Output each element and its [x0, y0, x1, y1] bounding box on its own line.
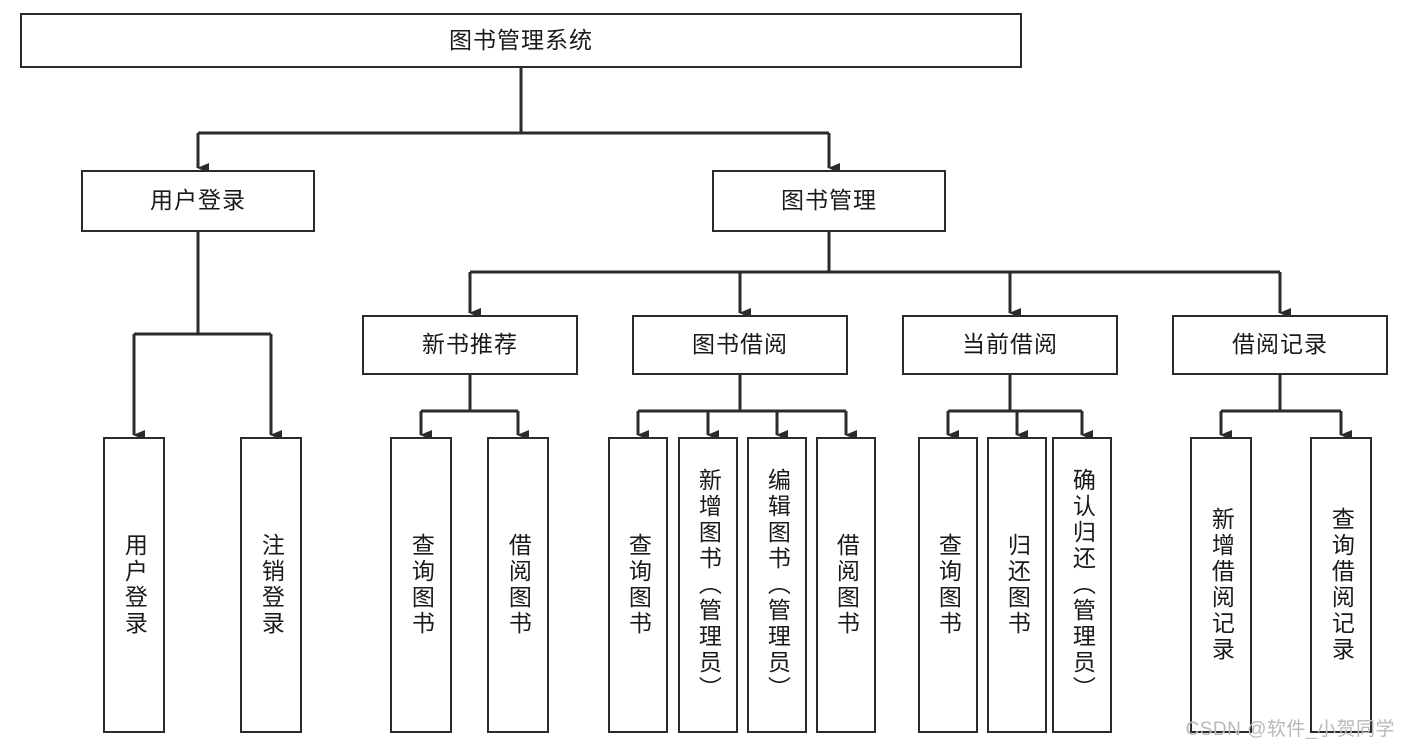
node-leaf-cur-confirm[interactable]: 确认归还（管理员）: [1052, 437, 1112, 733]
node-leaf-cur-query[interactable]: 查询图书: [918, 437, 978, 733]
node-book-manage[interactable]: 图书管理: [712, 170, 946, 232]
node-label: 查询图书: [935, 533, 962, 637]
node-leaf-cur-return[interactable]: 归还图书: [987, 437, 1047, 733]
node-user-login[interactable]: 用户登录: [81, 170, 315, 232]
node-label: 借阅图书: [505, 533, 532, 637]
node-label: 用户登录: [150, 187, 246, 214]
node-current-borrow[interactable]: 当前借阅: [902, 315, 1118, 375]
node-label: 新增借阅记录: [1208, 507, 1235, 663]
node-leaf-borrow-lend[interactable]: 借阅图书: [816, 437, 876, 733]
node-label: 图书管理: [781, 187, 877, 214]
node-label: 查询图书: [625, 533, 652, 637]
node-leaf-borrow-add[interactable]: 新增图书（管理员）: [678, 437, 738, 733]
node-label: 查询图书: [408, 533, 435, 637]
node-label: 编辑图书（管理员）: [764, 468, 791, 702]
node-label: 确认归还（管理员）: [1069, 468, 1096, 702]
node-leaf-rec-query[interactable]: 查询图书: [390, 437, 452, 733]
node-label: 新书推荐: [422, 331, 518, 358]
node-label: 图书借阅: [692, 331, 788, 358]
node-root[interactable]: 图书管理系统: [20, 13, 1022, 68]
node-label: 新增图书（管理员）: [695, 468, 722, 702]
node-label: 注销登录: [258, 533, 285, 637]
node-borrow-record[interactable]: 借阅记录: [1172, 315, 1388, 375]
node-label: 借阅记录: [1232, 331, 1328, 358]
node-leaf-rec-add[interactable]: 新增借阅记录: [1190, 437, 1252, 733]
node-leaf-user-login[interactable]: 用户登录: [103, 437, 165, 733]
node-leaf-borrow-query[interactable]: 查询图书: [608, 437, 668, 733]
node-label: 用户登录: [121, 533, 148, 637]
node-label: 查询借阅记录: [1328, 507, 1355, 663]
node-leaf-user-logout[interactable]: 注销登录: [240, 437, 302, 733]
node-leaf-borrow-edit[interactable]: 编辑图书（管理员）: [747, 437, 807, 733]
node-label: 归还图书: [1004, 533, 1031, 637]
node-label: 图书管理系统: [449, 26, 593, 53]
watermark-text: CSDN @软件_小贺同学: [1185, 719, 1395, 740]
node-book-borrow[interactable]: 图书借阅: [632, 315, 848, 375]
node-leaf-rec-borrow[interactable]: 借阅图书: [487, 437, 549, 733]
node-leaf-rec-search[interactable]: 查询借阅记录: [1310, 437, 1372, 733]
node-label: 当前借阅: [962, 331, 1058, 358]
node-label: 借阅图书: [833, 533, 860, 637]
node-new-book-rec[interactable]: 新书推荐: [362, 315, 578, 375]
